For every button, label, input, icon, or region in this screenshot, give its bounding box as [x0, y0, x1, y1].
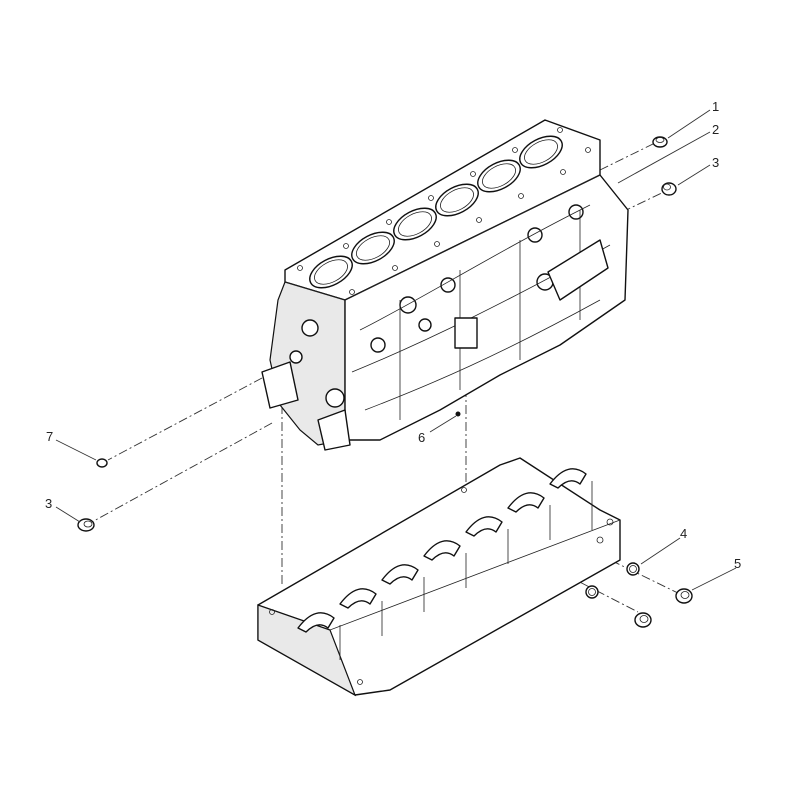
part-6-marker-dot — [455, 411, 461, 417]
part-3-plug-upper — [661, 182, 677, 196]
callout-4: 4 — [680, 526, 687, 541]
part-3-plug-lower — [77, 518, 95, 532]
callout-2: 2 — [712, 122, 719, 137]
part-4-o-ring-upper — [626, 562, 640, 576]
callout-5: 5 — [734, 556, 741, 571]
callout-1: 1 — [712, 99, 719, 114]
part-4-o-ring-lower — [585, 585, 599, 599]
deck-bolt-holes — [297, 127, 591, 295]
part-5-plug-lower — [634, 612, 652, 628]
callout-3-upper: 3 — [712, 155, 719, 170]
bearing-saddles — [297, 468, 587, 633]
callout-6: 6 — [418, 430, 425, 445]
leader-lines — [55, 109, 737, 591]
cylinder-bores — [309, 135, 563, 289]
part-5-plug-upper — [675, 588, 693, 604]
cylinder-block — [261, 119, 629, 451]
part-7-plug — [96, 458, 108, 468]
bedplate-ribs — [339, 481, 593, 660]
callouts: 1 2 3 3 4 5 6 7 — [45, 99, 741, 571]
crankcase-bedplate — [257, 457, 621, 697]
bedplate-bolt-holes — [269, 487, 614, 685]
block-side-features — [289, 204, 611, 420]
callout-7: 7 — [46, 429, 53, 444]
callout-3-lower: 3 — [45, 496, 52, 511]
part-1-plug — [652, 136, 668, 148]
